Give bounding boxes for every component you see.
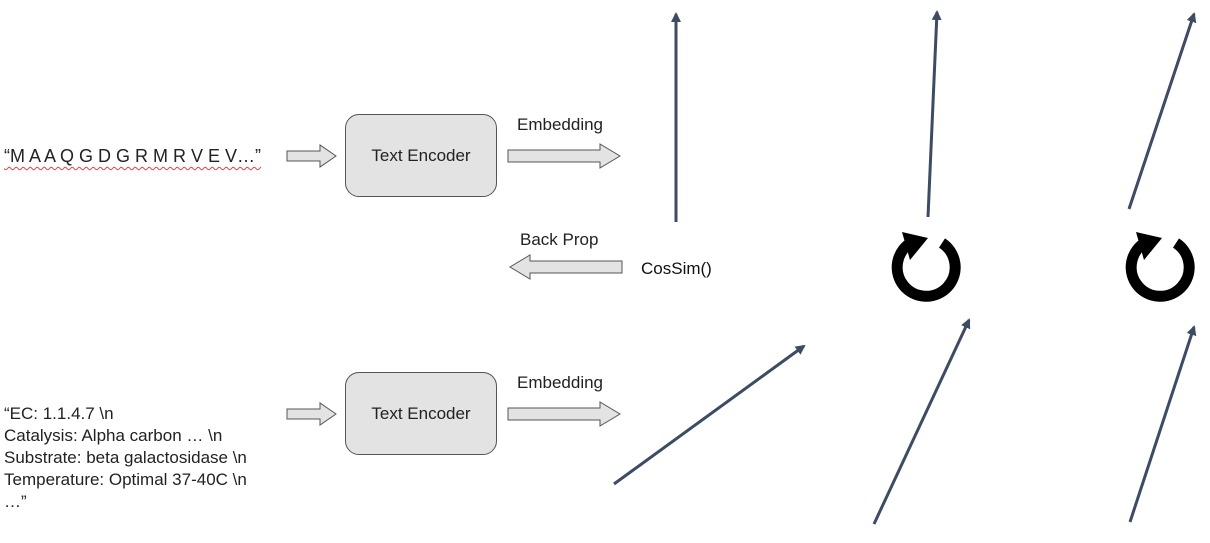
- enzyme-line-temperature: Temperature: Optimal 37-40C \n: [4, 470, 247, 489]
- block-arrow-embedding-top: [507, 143, 621, 169]
- embedding-label-bottom: Embedding: [517, 373, 604, 392]
- block-arrow-back-prop: [509, 254, 623, 280]
- back-prop-label: Back Prop: [520, 230, 599, 249]
- vector-arrow-column2-top: [926, 10, 942, 218]
- vector-arrow-column3-top: [1127, 12, 1197, 210]
- enzyme-line-ec: “EC: 1.1.4.7 \n: [4, 404, 114, 423]
- cos-sim-label: CosSim(): [641, 259, 712, 278]
- enzyme-line-substrate: Substrate: beta galactosidase \n: [4, 448, 247, 467]
- enzyme-description-text: “EC: 1.1.4.7 \n Catalysis: Alpha carbon …: [4, 403, 247, 513]
- enzyme-line-catalysis: Catalysis: Alpha carbon … \n: [4, 426, 223, 445]
- vector-arrow-column1-bottom: [613, 344, 806, 486]
- text-encoder-bottom: Text Encoder: [345, 372, 497, 455]
- vector-arrow-column3-bottom: [1128, 325, 1197, 523]
- enzyme-line-ellipsis: …”: [4, 492, 27, 511]
- block-arrow-sequence-to-encoder: [286, 144, 337, 168]
- rotate-clockwise-icon: [891, 232, 961, 302]
- vector-arrow-column2-bottom: [872, 318, 971, 525]
- block-arrow-embedding-bottom: [507, 401, 621, 427]
- protein-sequence-text: “M A A Q G D G R M R V E V…”: [4, 146, 262, 166]
- rotate-clockwise-icon: [1125, 232, 1195, 302]
- text-encoder-top: Text Encoder: [345, 114, 497, 197]
- block-arrow-enzyme-to-encoder: [286, 402, 337, 426]
- embedding-label-top: Embedding: [517, 115, 604, 134]
